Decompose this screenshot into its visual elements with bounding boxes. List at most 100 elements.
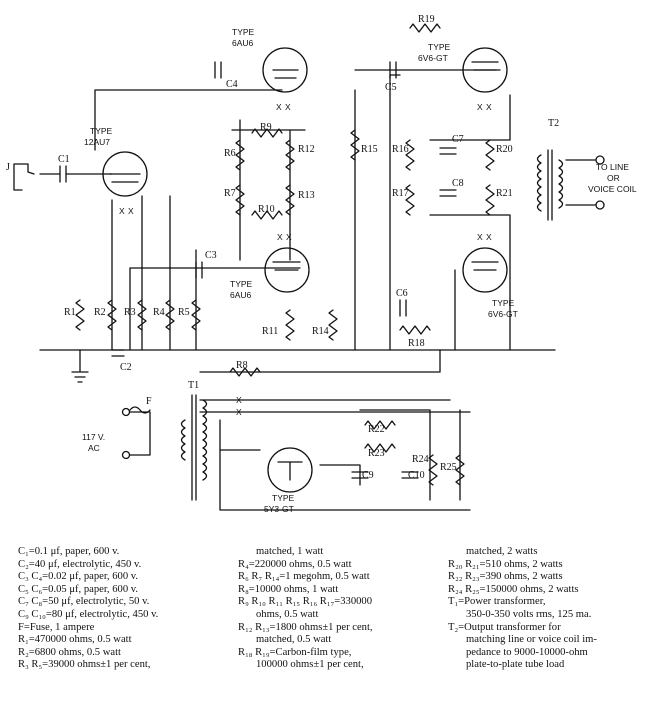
fuse-symbol [129,406,151,414]
part-c2: C₂=40 μf, electrolytic, 450 v. [18,558,142,570]
label-r17: R17 [392,188,409,199]
output-stage-wires [429,94,511,351]
label-r22: R22 [368,424,385,435]
output-label-line3: VOICE COIL [588,184,637,194]
input-label-line2: AC [88,443,100,453]
heater-mark-6: X [286,232,292,242]
label-r12: R12 [298,144,315,155]
label-c6: C6 [396,288,408,299]
b-plus-line [199,349,441,373]
label-r24: R24 [412,454,429,465]
heater-mark-9: X [477,232,483,242]
label-f: F [146,396,152,407]
label-r10: R10 [258,204,275,215]
label-r14: R14 [312,326,329,337]
label-r7: R7 [224,188,236,199]
part-r6-r7-r14: R₆ R₇ R₁₄=1 megohm, 0.5 watt [238,571,370,583]
ac-terminal-top [121,407,131,417]
part-c9-c10: C₉ C₁₀=80 μf, electrolytic, 450 v. [18,608,159,620]
tube-6v6-top [462,47,508,93]
t2-secondary [558,159,564,209]
tube-6au6-top [262,47,308,93]
label-c4: C4 [226,79,238,90]
tube-5y3-model: 5Y3-GT [264,504,294,514]
part-r3-r5: R₃ R₅=39000 ohms±1 per cent, [18,659,151,671]
part-t1-cont: 350-0-350 volts rms, 125 ma. [466,608,592,620]
tube-6au6-top-model: 6AU6 [232,38,254,48]
heater-mark-12: X [236,407,242,417]
label-c9: C9 [362,470,374,481]
label-r16: R16 [392,144,409,155]
label-r15: R15 [361,144,378,155]
part-t1: T₁=Power transformer, [448,596,546,608]
tube-internals [109,61,499,481]
tube-5y3 [267,447,313,493]
heater-mark-4: X [285,102,291,112]
part-r3-r5-cont: matched, 1 watt [256,546,324,557]
label-r4: R4 [153,307,165,318]
heater-mark-7: X [477,102,483,112]
input-jack [13,163,35,191]
label-c10: C10 [408,470,425,481]
heater-mark-11: X [236,395,242,405]
heater-mark-5: X [277,232,283,242]
part-r12-r13: R₁₂ R₁₃=1800 ohms±1 per cent, [238,621,373,633]
output-label: TO LINE OR VOICE COIL [588,162,637,194]
part-t2-cont1: matching line or voice coil im- [466,634,597,646]
label-r13: R13 [298,190,315,201]
heater-mark-8: X [486,102,492,112]
label-r25: R25 [440,462,457,473]
output-terminals-wires [565,159,596,206]
label-c5: C5 [385,82,397,93]
cathode-bus [71,349,89,383]
t1-primary [180,419,186,461]
label-r18: R18 [408,338,425,349]
parts-list-column-3: matched, 2 watts R₂₀ R₂₁=510 ohms, 2 wat… [448,546,668,672]
tube-6v6-bottom [462,247,508,293]
label-r8: R8 [236,360,248,371]
tube-6v6-bottom-type: TYPE [492,298,515,308]
label-r5: R5 [178,307,190,318]
label-t1: T1 [188,380,199,391]
part-r18-r19: R₁₈ R₁₉=Carbon-film type, [238,646,352,658]
output-label-line2: OR [607,173,620,183]
label-j: J [6,162,10,173]
t2-primary [536,154,542,212]
part-r18-r19-cont: 100000 ohms±1 per cent, [256,659,364,671]
part-t2: T₂=Output transformer for [448,621,561,633]
second-bus [129,267,301,351]
part-r20-r21: R₂₀ R₂₁=510 ohms, 2 watts [448,558,563,570]
part-r8: R₈=10000 ohms, 1 watt [238,583,339,595]
label-c1: C1 [58,154,70,165]
label-r19: R19 [418,14,435,25]
label-r11: R11 [262,326,278,337]
label-r9: R9 [260,122,272,133]
label-c3: C3 [205,250,217,261]
tube-6au6-bottom [264,247,310,293]
rectifier-wires [199,399,471,501]
label-r6: R6 [224,148,236,159]
tube-6v6-bottom-model: 6V6-GT [488,309,518,319]
tube-12au7-type: TYPE [90,126,113,136]
part-c3-c4: C₃ C₄=0.02 μf, paper, 600 v. [18,571,139,583]
label-r23: R23 [368,448,385,459]
label-r21: R21 [496,188,513,199]
label-r3: R3 [124,307,136,318]
heater-mark-2: X [128,206,134,216]
part-r18-r19-cont2: matched, 2 watts [466,546,538,557]
label-t2: T2 [548,118,559,129]
part-c5-c6: C₅ C₆=0.05 μf, paper, 600 v. [18,583,139,595]
input-label-line1: 117 V. [82,432,105,442]
b-plus-top-wire [94,69,501,151]
ac-terminal-bottom [121,450,131,460]
part-r9-r17-cont: ohms, 0.5 watt [256,608,319,620]
output-terminal-bottom [595,200,605,210]
label-c8: C8 [452,178,464,189]
tube-labels: TYPE 12AU7 TYPE 6AU6 TYPE 6AU6 TYPE 6V6-… [84,27,518,514]
part-t2-cont3: plate-to-plate tube load [466,659,565,671]
heater-mark-1: X [119,206,125,216]
output-label-line1: TO LINE [596,162,629,172]
heater-mark-10: X [486,232,492,242]
resistor-symbols [75,23,495,486]
part-t2-cont2: pedance to 9000-10000-ohm [466,646,588,658]
